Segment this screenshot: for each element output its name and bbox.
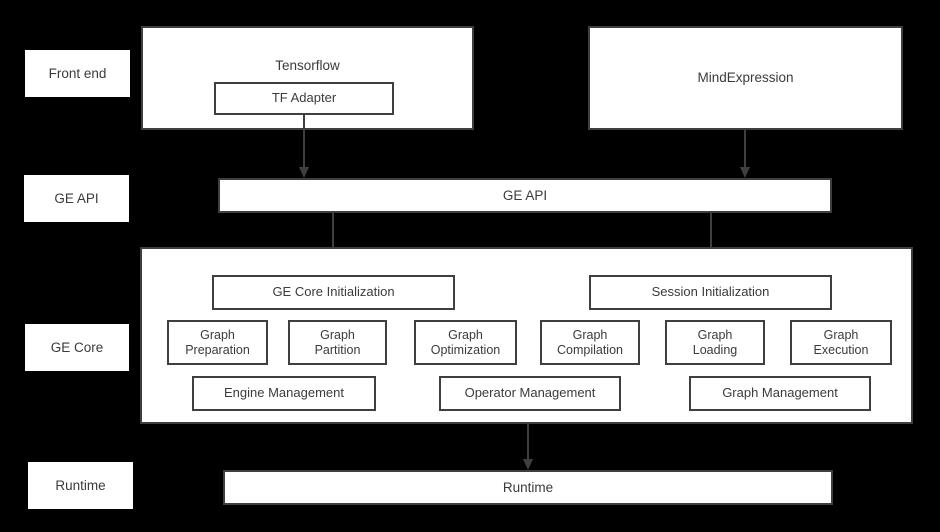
tier-label-ge-api: GE API (24, 175, 129, 222)
unit-graph-partition-label: Graph Partition (314, 328, 361, 357)
mindexpression-title: MindExpression (697, 70, 794, 86)
management-graph-label: Graph Management (722, 385, 838, 401)
session-initialization-label: Session Initialization (651, 284, 770, 300)
tensorflow-title: Tensorflow (275, 58, 340, 73)
tier-label-front-end: Front end (25, 50, 130, 97)
management-operator[interactable]: Operator Management (439, 376, 621, 411)
mindexpression-container: MindExpression (588, 26, 903, 130)
unit-graph-partition[interactable]: Graph Partition (288, 320, 387, 365)
arrow-shaft (303, 115, 305, 167)
ge-core-initialization-label: GE Core Initialization (272, 284, 395, 300)
unit-graph-optimization-label: Graph Optimization (430, 328, 501, 357)
unit-graph-compilation-label: Graph Compilation (556, 328, 623, 357)
arrow-head (523, 459, 533, 470)
unit-graph-compilation[interactable]: Graph Compilation (540, 320, 640, 365)
tier-label-front-end-text: Front end (48, 65, 107, 81)
arrow-tf-adapter-to-ge-api (299, 115, 309, 178)
tf-adapter-label: TF Adapter (271, 90, 337, 106)
arrow-head (740, 167, 750, 178)
unit-graph-optimization[interactable]: Graph Optimization (414, 320, 517, 365)
unit-graph-execution-label: Graph Execution (813, 328, 869, 357)
tf-adapter-box[interactable]: TF Adapter (214, 82, 394, 115)
management-operator-label: Operator Management (464, 385, 596, 401)
ge-api-bar-label: GE API (502, 187, 548, 203)
runtime-bar-label: Runtime (502, 479, 554, 495)
unit-graph-preparation-label: Graph Preparation (185, 328, 250, 357)
tier-label-ge-api-text: GE API (54, 190, 99, 206)
tier-label-runtime-text: Runtime (55, 477, 106, 493)
arrow-ge-core-to-runtime (523, 424, 533, 470)
tier-label-ge-core: GE Core (25, 324, 129, 371)
management-engine-label: Engine Management (224, 385, 344, 401)
arrow-head (299, 167, 309, 178)
arrow-shaft (332, 213, 334, 264)
unit-graph-loading-label: Graph Loading (692, 328, 738, 357)
ge-core-initialization-box[interactable]: GE Core Initialization (212, 275, 455, 310)
unit-graph-preparation[interactable]: Graph Preparation (167, 320, 268, 365)
session-initialization-box[interactable]: Session Initialization (589, 275, 832, 310)
tier-label-ge-core-text: GE Core (50, 339, 104, 355)
runtime-bar[interactable]: Runtime (223, 470, 833, 505)
arrow-shaft (744, 130, 746, 167)
unit-graph-execution[interactable]: Graph Execution (790, 320, 892, 365)
management-engine[interactable]: Engine Management (192, 376, 376, 411)
ge-api-bar[interactable]: GE API (218, 178, 832, 213)
tier-label-runtime: Runtime (28, 462, 133, 509)
unit-graph-loading[interactable]: Graph Loading (665, 320, 765, 365)
management-graph[interactable]: Graph Management (689, 376, 871, 411)
arrow-mindexpression-to-ge-api (740, 130, 750, 178)
arrow-shaft (710, 213, 712, 264)
arrow-shaft (527, 424, 529, 459)
